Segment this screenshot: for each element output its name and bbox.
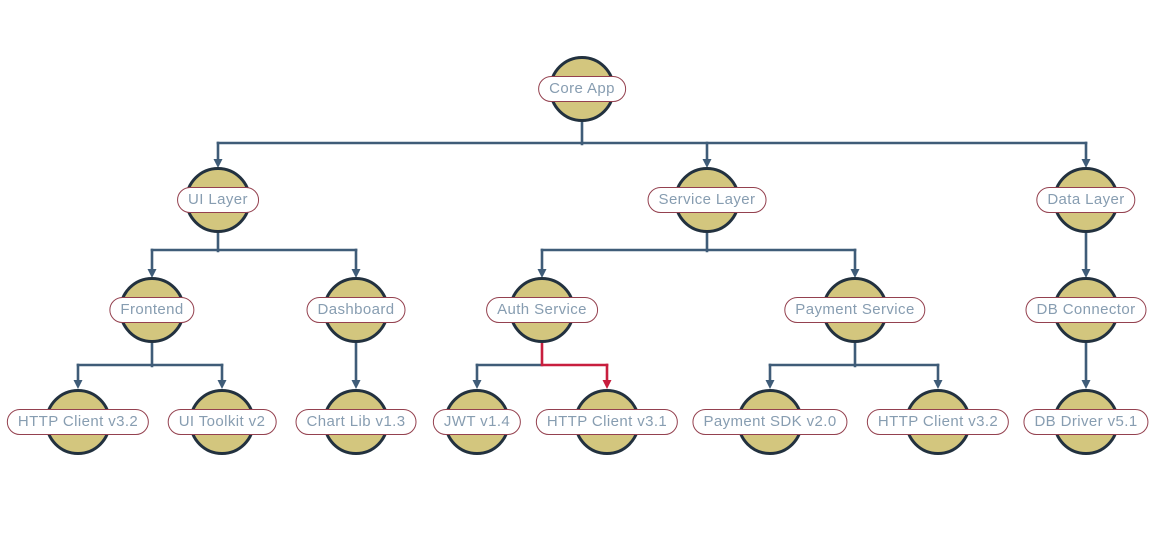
node-auth-service[interactable]: Auth Service [486, 277, 598, 343]
node-service-layer[interactable]: Service Layer [647, 167, 767, 233]
node-db-driver-v51[interactable]: DB Driver v5.1 [1023, 389, 1149, 455]
node-label: DB Driver v5.1 [1023, 409, 1149, 435]
node-core-app[interactable]: Core App [538, 56, 626, 122]
node-label: Core App [538, 76, 626, 102]
node-http-client-v31[interactable]: HTTP Client v3.1 [535, 389, 679, 455]
node-dashboard[interactable]: Dashboard [306, 277, 406, 343]
node-label: Dashboard [306, 297, 406, 323]
node-http-client-v32-payment[interactable]: HTTP Client v3.2 [866, 389, 1010, 455]
node-label: UI Toolkit v2 [167, 409, 277, 435]
node-label: Data Layer [1036, 187, 1136, 213]
node-http-client-v32-frontend[interactable]: HTTP Client v3.2 [6, 389, 150, 455]
node-ui-toolkit-v2[interactable]: UI Toolkit v2 [167, 389, 277, 455]
node-db-connector[interactable]: DB Connector [1025, 277, 1147, 343]
tree-connector-lines [76, 121, 1088, 368]
node-label: DB Connector [1025, 297, 1147, 323]
node-jwt-v14[interactable]: JWT v1.4 [432, 389, 522, 455]
node-label: Chart Lib v1.3 [295, 409, 417, 435]
node-label: HTTP Client v3.2 [866, 409, 1010, 435]
node-label: Payment SDK v2.0 [692, 409, 848, 435]
node-label: HTTP Client v3.2 [6, 409, 150, 435]
node-label: JWT v1.4 [432, 409, 522, 435]
node-chart-lib-v13[interactable]: Chart Lib v1.3 [295, 389, 417, 455]
node-frontend[interactable]: Frontend [109, 277, 195, 343]
node-label: UI Layer [177, 187, 259, 213]
node-label: HTTP Client v3.1 [535, 409, 679, 435]
node-ui-layer[interactable]: UI Layer [177, 167, 259, 233]
node-data-layer[interactable]: Data Layer [1036, 167, 1136, 233]
highlight-edge-stem [540, 342, 609, 367]
node-label: Auth Service [486, 297, 598, 323]
node-label: Payment Service [784, 297, 926, 323]
node-payment-service[interactable]: Payment Service [784, 277, 926, 343]
node-label: Frontend [109, 297, 195, 323]
node-label: Service Layer [647, 187, 767, 213]
node-payment-sdk-v20[interactable]: Payment SDK v2.0 [692, 389, 848, 455]
